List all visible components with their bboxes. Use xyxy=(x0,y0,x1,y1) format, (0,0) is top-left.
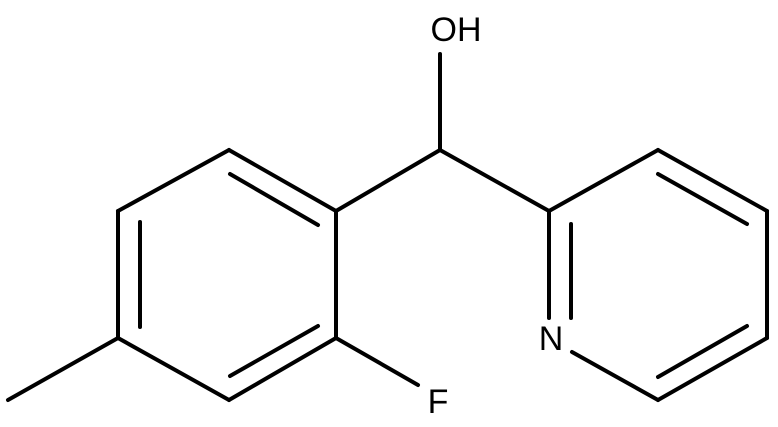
bond-c6-f xyxy=(334,336,420,387)
bond-p2-p3 xyxy=(547,148,660,213)
fluorine-label: F xyxy=(428,383,449,421)
pyridine-ring xyxy=(547,148,769,402)
bond-p6-n xyxy=(570,350,660,402)
bond-c1-c2-inner xyxy=(228,172,320,227)
bond-c4-c5 xyxy=(116,336,231,402)
benzene-ring xyxy=(116,148,338,402)
nitrogen-label: N xyxy=(539,320,564,358)
bond-p3-p4-inner xyxy=(656,172,749,226)
bond-c5-c6-inner xyxy=(228,324,320,378)
bond-methine-pyridine xyxy=(438,148,551,213)
hydroxyl-label: OH xyxy=(431,11,482,49)
bond-p5-p6 xyxy=(656,336,769,402)
bond-c5-c6 xyxy=(227,336,338,402)
bond-p5-p6-inner xyxy=(656,324,749,379)
bond-p3-p4 xyxy=(656,148,769,213)
bond-c1-methine xyxy=(334,148,442,213)
bond-c1-c2 xyxy=(227,148,338,213)
bond-c2-c3 xyxy=(116,148,231,213)
bond-methyl xyxy=(6,336,120,402)
